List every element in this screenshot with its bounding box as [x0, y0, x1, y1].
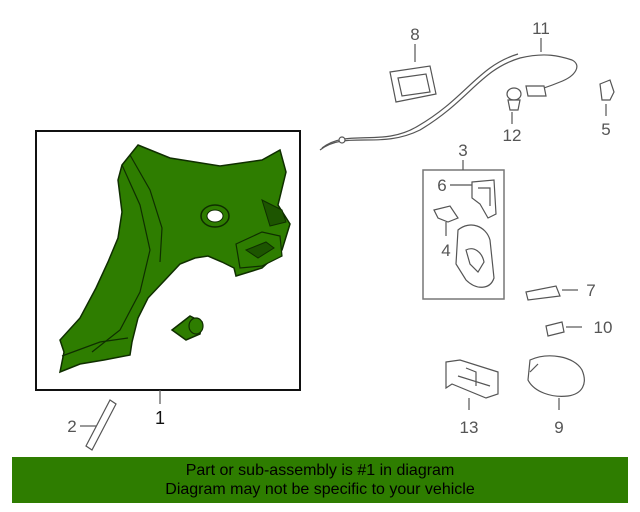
molding-part-2[interactable]: [85, 399, 117, 451]
callout-9: 9: [554, 418, 563, 437]
housing-part-6[interactable]: [471, 179, 497, 219]
callout-10: 10: [594, 318, 613, 337]
callout-5: 5: [601, 120, 610, 139]
quarter-panel-part-1[interactable]: [58, 144, 291, 374]
fuel-door-part-9[interactable]: [527, 355, 585, 397]
bracket-part-13[interactable]: [445, 359, 499, 399]
trim-part-7[interactable]: [525, 285, 561, 301]
parts-diagram: 1 2 8 11 12 5 3 6: [35, 19, 615, 451]
callout-11: 11: [532, 19, 550, 38]
seal-part-4[interactable]: [433, 205, 495, 288]
callout-6: 6: [437, 176, 446, 195]
callout-3: 3: [458, 141, 467, 160]
disclaimer-banner: Part or sub-assembly is #1 in diagram Di…: [12, 457, 628, 503]
callout-4: 4: [441, 241, 450, 260]
callout-2: 2: [67, 417, 76, 436]
grommet-part-1[interactable]: [170, 315, 204, 341]
callout-13: 13: [460, 418, 479, 437]
disclaimer-line-2: Diagram may not be specific to your vehi…: [165, 481, 475, 498]
callout-8: 8: [410, 25, 419, 44]
opener-part-12[interactable]: [506, 87, 522, 111]
callout-12: 12: [503, 126, 522, 145]
clip-part-10[interactable]: [545, 321, 565, 337]
clip-part-5[interactable]: [599, 79, 615, 101]
disclaimer-line-1: Part or sub-assembly is #1 in diagram: [185, 462, 455, 479]
callout-1: 1: [155, 408, 165, 428]
fuel-door-bracket-part-8[interactable]: [389, 65, 437, 103]
release-cable-part-11[interactable]: [319, 53, 578, 151]
callout-7: 7: [586, 281, 595, 300]
